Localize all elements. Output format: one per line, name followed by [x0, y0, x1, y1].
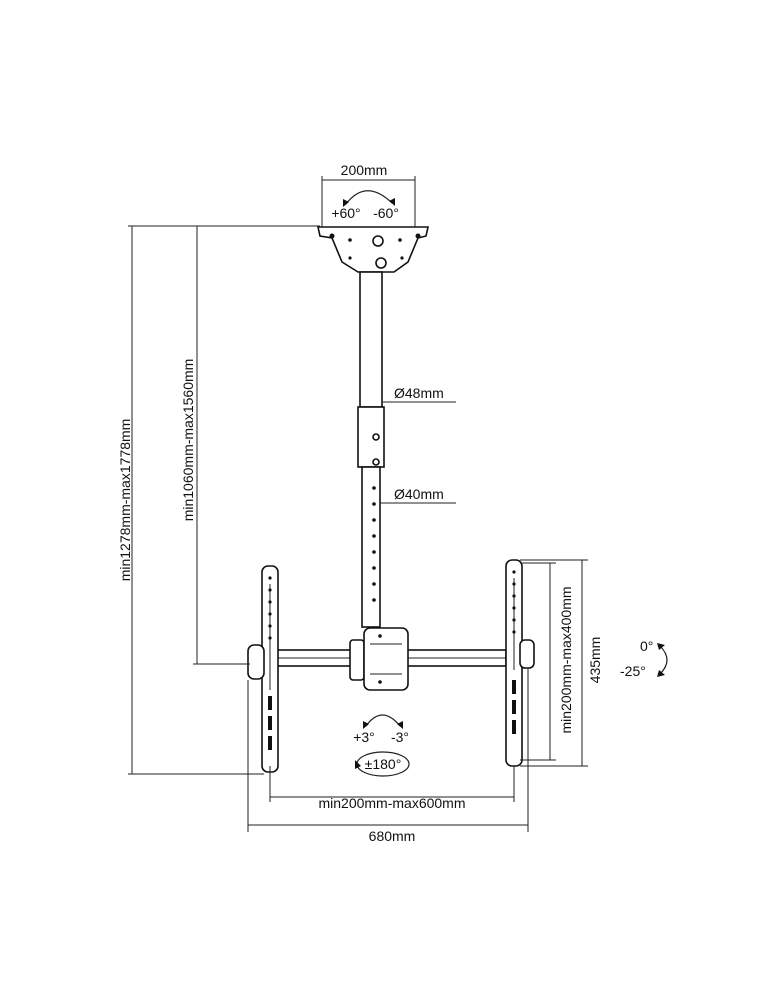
total-height-dimension: min1278mm-max1778mm	[117, 225, 320, 775]
outer-diameter-label: Ø48mm	[394, 385, 444, 401]
right-vesa-arm	[505, 559, 535, 767]
inner-diameter-label: Ø40mm	[394, 486, 444, 502]
left-vesa-arm	[247, 565, 279, 773]
telescopic-pole	[357, 271, 385, 628]
ceiling-plate	[317, 226, 429, 273]
arm-height-label: 435mm	[587, 637, 603, 684]
vesa-height-label: min200mm-max400mm	[558, 586, 574, 733]
tilt-up-label: 0°	[640, 638, 653, 654]
swivel-neg-label: -3°	[391, 729, 409, 745]
swivel-pos-label: +3°	[353, 729, 375, 745]
swivel-indicator: +3° -3°	[353, 714, 409, 745]
overall-width-dimension: 680mm	[247, 668, 529, 844]
vesa-width-label: min200mm-max600mm	[318, 795, 465, 811]
vesa-height-dimension: min200mm-max400mm	[520, 562, 574, 761]
plate-width-label: 200mm	[341, 162, 388, 178]
outer-diameter-dimension: Ø48mm	[382, 385, 456, 403]
overall-width-label: 680mm	[369, 828, 416, 844]
arm-height-dimension: 435mm	[520, 559, 603, 767]
tilt-indicator: 0° -25°	[620, 638, 668, 679]
vesa-width-dimension: min200mm-max600mm	[269, 766, 515, 811]
pole-height-label: min1060mm-max1560mm	[180, 359, 196, 522]
rotation-label: ±180°	[365, 756, 402, 772]
rotation-indicator: ±180°	[355, 751, 410, 777]
plate-tilt-indicator: +60° -60°	[331, 190, 399, 221]
pole-height-dimension: min1060mm-max1560mm	[180, 226, 250, 665]
center-bracket	[349, 627, 409, 691]
plate-width-dimension: 200mm	[321, 162, 416, 227]
plate-tilt-neg-label: -60°	[373, 205, 399, 221]
total-height-label: min1278mm-max1778mm	[117, 419, 133, 582]
inner-diameter-dimension: Ø40mm	[380, 486, 456, 504]
plate-tilt-pos-label: +60°	[331, 205, 360, 221]
tilt-down-label: -25°	[620, 663, 646, 679]
